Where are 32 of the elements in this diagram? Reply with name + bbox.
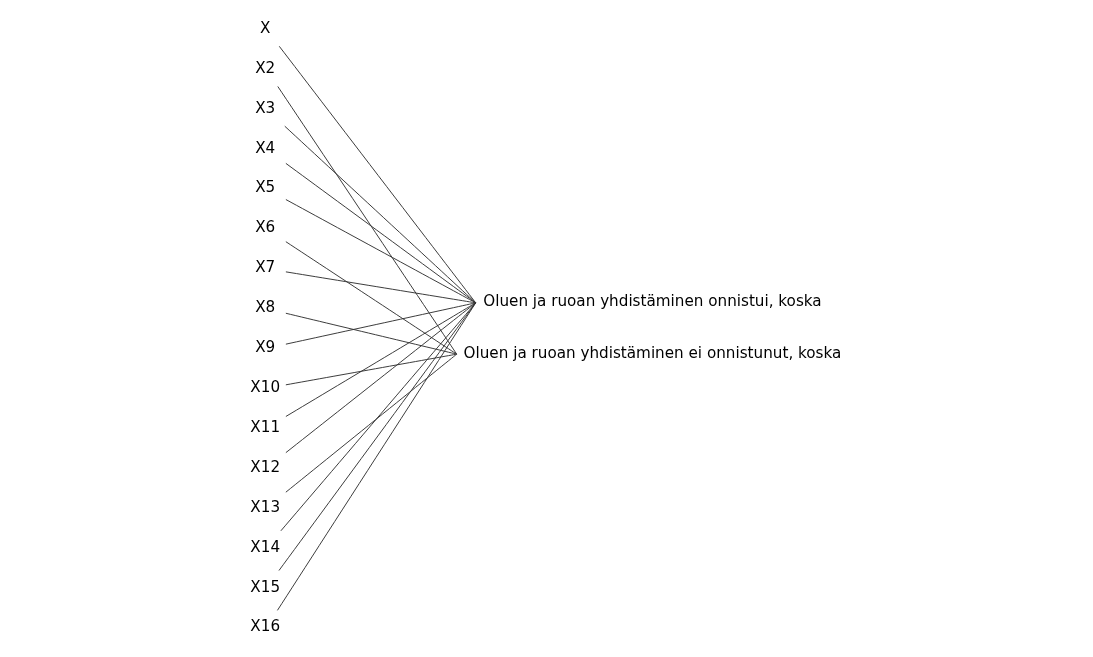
node-text: X11 xyxy=(250,417,281,436)
node-text: X15 xyxy=(250,577,281,596)
node-text: X4 xyxy=(255,138,276,157)
connector xyxy=(285,302,477,345)
node-text: X7 xyxy=(255,258,276,277)
connector xyxy=(280,302,477,532)
node-text: X9 xyxy=(255,338,276,357)
node-text: X xyxy=(260,18,271,37)
node-text: X6 xyxy=(255,218,276,237)
connector xyxy=(285,162,477,304)
node-text: X2 xyxy=(255,58,276,77)
connector xyxy=(285,302,477,417)
connector xyxy=(285,302,477,454)
connector xyxy=(285,271,477,304)
node-text: X3 xyxy=(255,98,276,117)
node-text: Oluen ja ruoan yhdistäminen onnistui, koska xyxy=(483,292,822,311)
node-text: X16 xyxy=(250,617,281,636)
node-text: X10 xyxy=(250,377,281,396)
node-text: Oluen ja ruoan yhdistäminen ei onnistunut, koska xyxy=(463,343,842,362)
connector xyxy=(285,312,458,355)
connector xyxy=(278,45,477,304)
node-text: X13 xyxy=(250,497,281,516)
node-text: X8 xyxy=(255,298,276,317)
connector xyxy=(284,125,477,304)
connector xyxy=(285,199,477,304)
connector xyxy=(277,86,458,355)
connector xyxy=(285,353,458,493)
node-text: X14 xyxy=(250,537,281,556)
node-text: X12 xyxy=(250,457,281,476)
node-text: X5 xyxy=(255,178,276,197)
connector xyxy=(285,241,458,355)
connector xyxy=(285,353,458,386)
